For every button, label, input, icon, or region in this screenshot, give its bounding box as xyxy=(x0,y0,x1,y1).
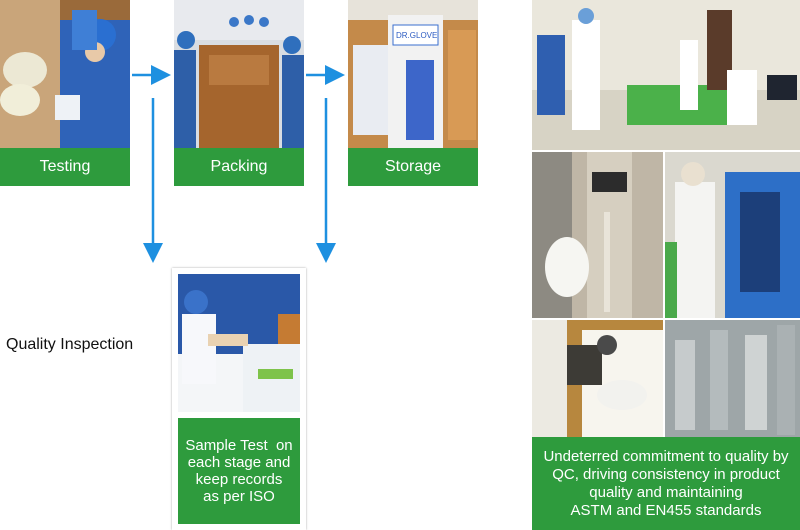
tensile-tester-photo xyxy=(532,152,663,318)
qc-caption-line-2: QC, driving consistency in product xyxy=(552,465,780,483)
sample-test-caption: Sample Test on each stage and keep recor… xyxy=(178,418,300,524)
qc-caption: Undeterred commitment to quality by QC, … xyxy=(532,437,800,530)
sample-caption-line-3: keep records xyxy=(195,471,283,488)
testing-photo xyxy=(0,0,130,148)
sample-test-photo xyxy=(178,274,300,412)
storage-label-text: Storage xyxy=(384,157,442,175)
lab-machine-photo xyxy=(665,152,800,318)
calculator-photo xyxy=(532,320,663,437)
packing-photo xyxy=(174,0,304,148)
sample-caption-line-4: as per ISO xyxy=(203,488,275,506)
step-testing-label: Testing xyxy=(0,148,130,186)
packing-label-text: Packing xyxy=(210,157,268,175)
sample-caption-line-2: each stage and xyxy=(187,453,291,471)
qc-caption-line-1: Undeterred commitment to quality by xyxy=(543,447,789,465)
lab-photo xyxy=(532,0,800,150)
storage-box-brand: DR.GLOVE xyxy=(396,31,437,40)
qc-caption-line-4: ASTM and EN455 standards xyxy=(570,501,762,519)
qc-photo-grid xyxy=(532,0,800,437)
sample-test-card: Sample Test on each stage and keep recor… xyxy=(172,268,306,530)
step-storage-label: Storage xyxy=(348,148,478,186)
sample-caption-line-1: Sample Test on xyxy=(185,436,293,454)
quality-inspection-label: Quality Inspection xyxy=(6,336,134,353)
storage-photo: DR.GLOVE xyxy=(348,0,478,148)
qc-caption-line-3: quality and maintaining xyxy=(589,483,743,501)
testing-label-text: Testing xyxy=(39,157,91,175)
blurred-production-photo xyxy=(665,320,800,437)
step-packing-label: Packing xyxy=(174,148,304,186)
